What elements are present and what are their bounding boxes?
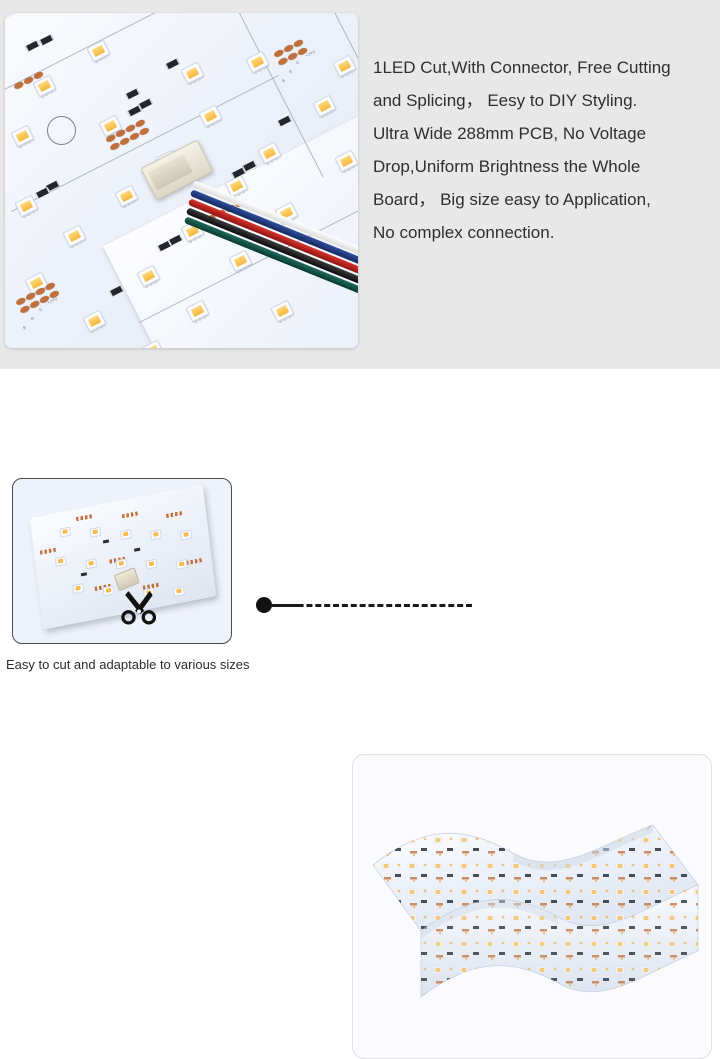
flexible-sheet-panel xyxy=(352,754,712,1059)
hero-pcb-photo: +24V G R B +24V G R B xyxy=(5,13,358,348)
led-chip xyxy=(145,558,158,570)
feature-line: Ultra Wide 288mm PCB, No Voltage xyxy=(373,124,647,143)
led-chip xyxy=(102,585,115,597)
smd-resistor xyxy=(80,572,88,577)
led-chip xyxy=(119,529,132,541)
cut-dashed-line xyxy=(271,604,472,607)
solder-pad-group xyxy=(75,514,93,522)
led-chip xyxy=(89,526,102,538)
bottom-cutting-section: Easy to cut and adaptable to various siz… xyxy=(0,369,720,1059)
feature-line: Board， Big size easy to Application, xyxy=(373,190,651,209)
smd-resistor xyxy=(134,547,141,552)
feature-line: No complex connection. xyxy=(373,223,555,242)
top-feature-section: +24V G R B +24V G R B 1LED Cut,With Conn… xyxy=(0,0,720,369)
solder-pad-group xyxy=(165,510,183,518)
led-chip xyxy=(115,558,128,570)
feature-line: and Splicing， Eesy to DIY Styling. xyxy=(373,91,638,110)
flexible-led-sheet xyxy=(372,824,699,998)
led-chip xyxy=(173,585,185,597)
led-chip xyxy=(72,583,85,595)
led-chip xyxy=(59,526,72,538)
feature-line: 1LED Cut,With Connector, Free Cutting xyxy=(373,58,671,77)
solder-pad-group xyxy=(185,558,203,566)
feature-text-block: 1LED Cut,With Connector, Free Cutting an… xyxy=(373,55,717,253)
led-chip xyxy=(85,558,98,570)
cut-point-marker xyxy=(47,116,76,145)
led-chip xyxy=(180,529,193,541)
solder-pad-group xyxy=(39,547,57,555)
led-chip xyxy=(175,558,188,570)
scissors-icon xyxy=(121,591,157,625)
solder-pad-group xyxy=(121,511,138,519)
cut-start-dot xyxy=(256,597,272,613)
feature-line: Drop,Uniform Brightness the Whole xyxy=(373,157,641,176)
cut-line-lead xyxy=(271,604,299,607)
led-chip xyxy=(150,529,162,541)
led-chip xyxy=(54,555,67,567)
smd-resistor xyxy=(102,539,110,544)
small-board-caption: Easy to cut and adaptable to various siz… xyxy=(6,657,250,672)
